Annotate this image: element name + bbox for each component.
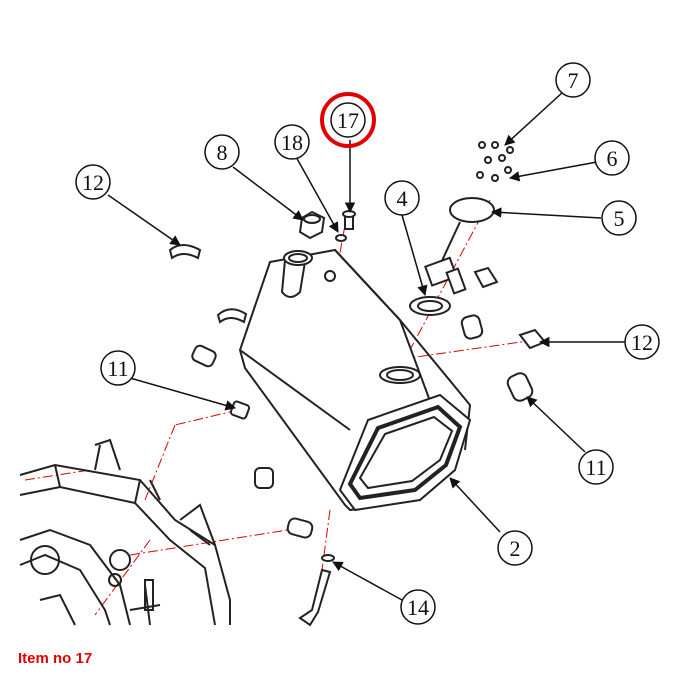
callout-18[interactable]: 18: [274, 124, 310, 160]
callout-14[interactable]: 14: [400, 589, 436, 625]
item-caption: Item no 17: [18, 650, 93, 667]
fuel-tank: [238, 248, 472, 512]
leader-lines: [107, 91, 625, 601]
exploded-parts-diagram: 2 4 5 6 7 8 11 11 12 12 14 17: [19, 62, 660, 627]
callout-5[interactable]: 5: [601, 200, 637, 236]
chassis-frame: [19, 438, 231, 626]
callout-4-label: 4: [397, 186, 408, 211]
callout-2[interactable]: 2: [497, 530, 533, 566]
callout-11-right-label: 11: [585, 455, 606, 480]
callout-8[interactable]: 8: [204, 134, 240, 170]
callout-12-right[interactable]: 12: [624, 324, 660, 360]
callout-12-left-label: 12: [82, 170, 104, 195]
callout-5-label: 5: [614, 206, 625, 231]
callout-4[interactable]: 4: [384, 180, 420, 216]
callout-7[interactable]: 7: [555, 62, 591, 98]
callout-12-right-label: 12: [631, 330, 653, 355]
callout-11-left[interactable]: 11: [100, 350, 136, 386]
callout-18-label: 18: [281, 130, 303, 155]
highlight-ring: [320, 92, 376, 148]
callout-11-left-label: 11: [107, 356, 128, 381]
callout-7-label: 7: [568, 68, 579, 93]
callout-17[interactable]: 17: [330, 102, 366, 138]
callout-12-left[interactable]: 12: [75, 164, 111, 200]
callout-11-right[interactable]: 11: [578, 449, 614, 485]
callout-14-label: 14: [407, 595, 429, 620]
callout-2-label: 2: [510, 536, 521, 561]
callout-8-label: 8: [217, 140, 228, 165]
callout-6[interactable]: 6: [594, 140, 630, 176]
loose-parts: [168, 141, 547, 627]
callout-17-label: 17: [337, 108, 359, 133]
callout-6-label: 6: [607, 146, 618, 171]
